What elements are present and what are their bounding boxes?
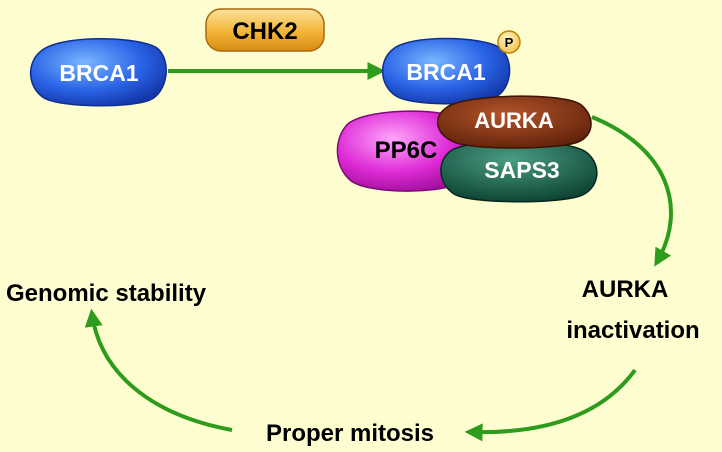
phosphate-label: P: [505, 35, 514, 50]
saps3-protein: SAPS3: [440, 140, 598, 203]
chk2-kinase: CHK2: [205, 8, 325, 52]
phosphate-badge: P: [497, 30, 521, 54]
proper-mitosis-label: Proper mitosis: [266, 420, 434, 447]
brca1-left-label: BRCA1: [59, 60, 138, 86]
brca1-protein-left: BRCA1: [30, 38, 167, 107]
pp6c-label: PP6C: [375, 137, 438, 164]
brca1-right-label: BRCA1: [406, 59, 485, 85]
aurka-label: AURKA: [474, 108, 554, 133]
aurka-inactivation-line1: AURKA: [582, 276, 669, 303]
saps3-label: SAPS3: [484, 157, 559, 183]
arrow-complex-to-inactivation: [591, 115, 673, 267]
chk2-label: CHK2: [232, 18, 297, 45]
arrow-mitosis-to-stability: [84, 308, 233, 432]
arrow-inactivation-to-mitosis: [464, 368, 637, 442]
genomic-stability-label: Genomic stability: [6, 280, 207, 307]
aurka-inactivation-line2: inactivation: [566, 317, 699, 344]
brca1-protein-right: BRCA1: [382, 37, 511, 105]
aurka-protein: AURKA: [436, 95, 592, 149]
